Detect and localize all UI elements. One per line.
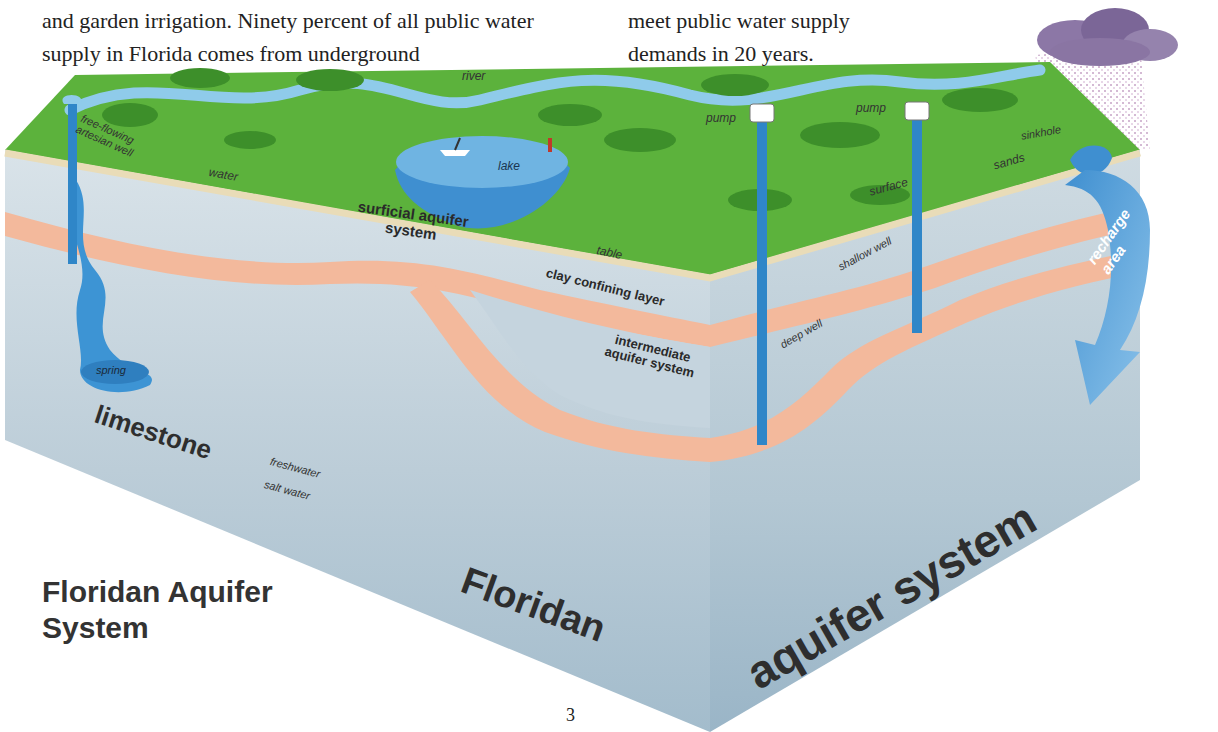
diagram-title: Floridan Aquifer System bbox=[42, 574, 282, 646]
water-table-label: water bbox=[208, 166, 239, 184]
lake-label: lake bbox=[498, 160, 520, 173]
recharge-label: recharge area bbox=[1084, 201, 1151, 277]
water-label: freshwater bbox=[269, 455, 322, 480]
layer-label: clay confining layer bbox=[545, 266, 666, 309]
rock-label: limestone bbox=[91, 400, 215, 465]
aquifer-label: surficial aquifer system bbox=[335, 196, 488, 250]
well-label: shallow well bbox=[836, 234, 894, 272]
left-cross-section bbox=[5, 150, 710, 732]
deep-well bbox=[750, 104, 774, 445]
aquifer-name: Floridan bbox=[456, 560, 611, 651]
river-label: river bbox=[462, 70, 485, 83]
intermediate-aquifer bbox=[470, 290, 710, 428]
trees bbox=[102, 68, 1018, 211]
shallow-well bbox=[905, 102, 929, 333]
pump-label: pump bbox=[856, 102, 886, 115]
page-number: 3 bbox=[566, 706, 575, 726]
body-text: meet public water supply demands in 20 y… bbox=[628, 4, 898, 70]
well-label: free-flowing artesian well bbox=[74, 112, 155, 166]
spring bbox=[81, 360, 149, 384]
clay-layer-right-lower bbox=[710, 250, 1140, 462]
lake bbox=[396, 136, 568, 188]
spring-label: spring bbox=[96, 364, 126, 376]
aquifer-name: aquifer system bbox=[738, 493, 1044, 699]
water-label: salt water bbox=[263, 478, 312, 502]
aquifer-label: intermediate aquifer system bbox=[599, 330, 703, 382]
recharge-arrow bbox=[1065, 170, 1150, 405]
clay-layer-lower bbox=[410, 280, 710, 462]
right-cross-section bbox=[710, 150, 1140, 732]
sinkhole-label: sinkhole bbox=[1020, 123, 1062, 142]
pump-label: pump bbox=[706, 112, 736, 125]
surface-sands-label: surface bbox=[868, 176, 909, 199]
well-label: deep well bbox=[778, 317, 824, 351]
surface-sands-label: sands bbox=[992, 151, 1026, 173]
body-text: and garden irrigation. Ninety percent of… bbox=[42, 4, 572, 70]
boat bbox=[440, 138, 552, 156]
water-table-label: table bbox=[595, 244, 623, 262]
